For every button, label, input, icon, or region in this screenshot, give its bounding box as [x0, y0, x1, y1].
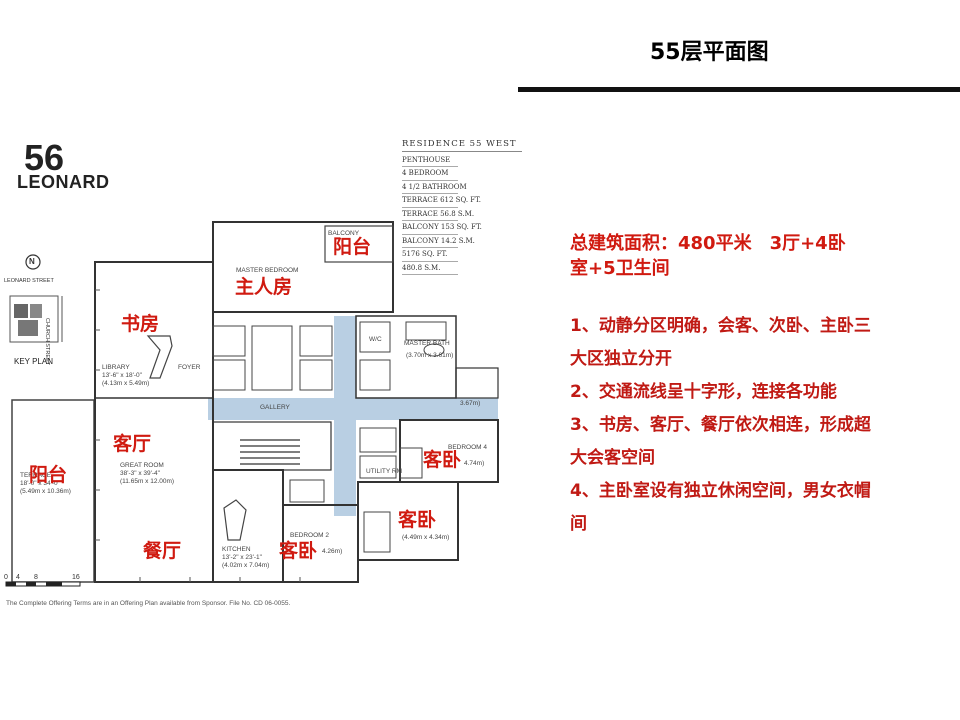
feature-point-line: 1、动静分区明确，会客、次卧、主卧三: [570, 316, 871, 336]
window-marks: [95, 289, 301, 582]
label-guest-bedroom-2: 客卧: [279, 540, 318, 562]
scale-tick: 0: [4, 574, 8, 581]
room-foyer: FOYER: [178, 364, 201, 371]
floor-plan-drawing: [5, 221, 499, 587]
spec-row: TERRACE 612 SQ. FT.: [402, 194, 481, 208]
logo-number: 56: [24, 137, 65, 178]
area-summary-line: 室+5卫生间: [570, 258, 670, 279]
room-dressing-size: 3.67m): [460, 400, 481, 407]
bath-fixtures: [289, 321, 447, 553]
spec-row: BALCONY 14.2 S.M.: [402, 235, 475, 248]
key-plan-map: [9, 254, 63, 343]
room-bedroom-4-size: 4.74m): [464, 460, 485, 467]
spec-row: 5176 SQ. FT.: [402, 248, 458, 262]
label-terrace: 阳台: [29, 464, 68, 486]
label-guest-bedroom-3: 客卧: [398, 509, 437, 531]
footnote: The Complete Offering Terms are in an Of…: [6, 600, 291, 607]
logo-name: LEONARD: [17, 172, 110, 192]
spec-title: RESIDENCE 55 WEST: [402, 138, 522, 152]
label-library: 书房: [121, 313, 160, 335]
scale-tick: 16: [72, 574, 80, 581]
master-bedroom-outline: [212, 221, 394, 313]
feature-point-line: 大会客空间: [570, 448, 655, 468]
room-bedroom-3-size: (4.49m x 4.34m): [402, 534, 450, 541]
spec-row: PENTHOUSE: [402, 154, 458, 167]
north-arrow-icon: N: [29, 257, 35, 266]
spec-table: RESIDENCE 55 WEST PENTHOUSE 4 BEDROOM 4 …: [402, 138, 522, 275]
spec-row: BALCONY 153 SQ. FT.: [402, 221, 482, 235]
feature-point-line: 3、书房、客厅、餐厅依次相连，形成超: [570, 415, 871, 435]
scale-bar: [5, 581, 81, 587]
room-bedroom-2-size: 4.26m): [322, 548, 343, 555]
room-gallery: GALLERY: [260, 404, 290, 411]
feature-point-line: 4、主卧室设有独立休闲空间，男女衣帽: [570, 481, 871, 501]
room-wc: W/C: [369, 336, 382, 343]
room-balcony: BALCONY: [328, 230, 360, 237]
street-label-leonard: LEONARD STREET: [4, 278, 54, 284]
library-desk: [146, 335, 173, 379]
spec-row: 4 1/2 BATHROOM: [402, 181, 467, 194]
corridor-vertical: [334, 316, 356, 516]
room-master-bath-size: (3.70m x 3.61m): [406, 352, 454, 359]
room-master-bedroom: MASTER BEDROOM: [236, 267, 299, 274]
key-plan-label: KEY PLAN: [14, 357, 53, 366]
room-bedroom-4: BEDROOM 4: [448, 444, 488, 451]
closet-grid: [212, 321, 391, 391]
label-living-room: 客厅: [113, 433, 152, 455]
feature-point-line: 大区独立分开: [570, 349, 672, 369]
feature-points: 1、动静分区明确，会客、次卧、主卧三 大区独立分开 2、交通流线呈十字形，连接各…: [570, 310, 910, 541]
spec-row: TERRACE 56.8 S.M.: [402, 208, 474, 221]
area-summary-line: 总建筑面积：480平米 3厅+4卧: [570, 233, 846, 254]
room-master-bath: MASTER BATH: [404, 340, 450, 347]
core-outline: [212, 421, 332, 471]
label-guest-bedroom-4: 客卧: [423, 449, 462, 471]
master-bath-outline: [355, 315, 457, 399]
area-summary: 总建筑面积：480平米 3厅+4卧 室+5卫生间: [570, 231, 900, 281]
dressing-room-outline: [455, 367, 499, 399]
label-master-bedroom: 主人房: [235, 276, 293, 298]
feature-point-line: 间: [570, 514, 587, 534]
kitchen-island: [223, 499, 247, 541]
title-divider: [518, 87, 960, 92]
label-dining: 餐厅: [143, 540, 182, 562]
spec-row: 480.8 S.M.: [402, 262, 458, 275]
spec-row: 4 BEDROOM: [402, 167, 458, 181]
scale-tick: 8: [34, 574, 38, 581]
balcony-outline: [324, 225, 394, 263]
label-balcony: 阳台: [333, 236, 372, 258]
slide-title: 55层平面图: [650, 40, 769, 65]
room-utility: UTILITY RM: [366, 468, 402, 475]
room-bedroom-2: BEDROOM 2: [290, 532, 330, 539]
scale-tick: 4: [16, 574, 20, 581]
feature-point-line: 2、交通流线呈十字形，连接各功能: [570, 382, 837, 402]
